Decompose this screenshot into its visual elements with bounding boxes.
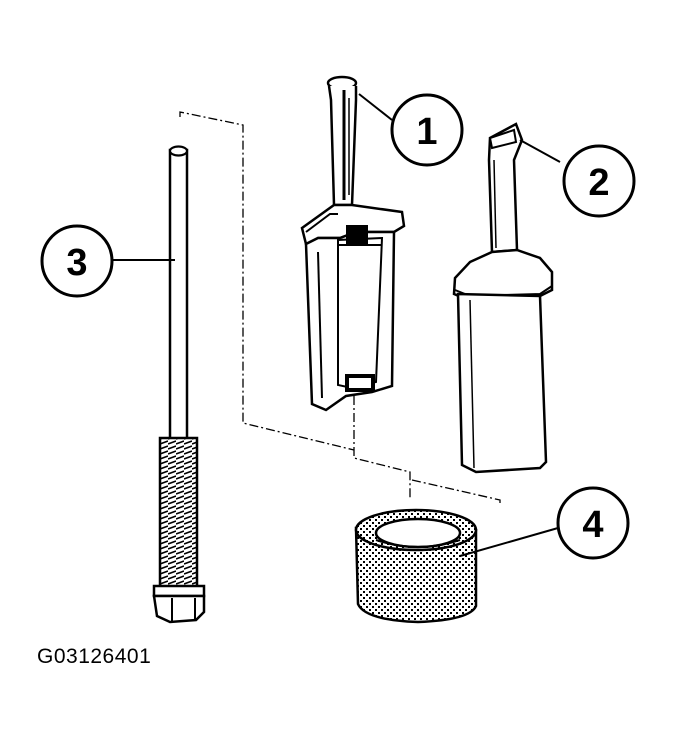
callout-2: 2 <box>562 144 636 218</box>
leader-line-2 <box>519 139 561 163</box>
part-4-knurled-ring <box>354 508 478 624</box>
callout-2-label: 2 <box>588 162 609 204</box>
leader-lines <box>112 93 561 557</box>
callout-1: 1 <box>390 93 464 167</box>
callout-3-label: 3 <box>66 242 87 284</box>
part-2-stepped-sleeve <box>452 122 554 474</box>
callout-4: 4 <box>556 486 630 560</box>
callout-3: 3 <box>40 224 114 298</box>
part-3-threaded-rod <box>152 145 206 624</box>
figure-id: G03126401 <box>37 645 152 668</box>
assembly-guide-line <box>179 111 501 503</box>
leader-line-1 <box>358 93 393 121</box>
part-1-slotted-driver <box>300 75 406 412</box>
callout-1-label: 1 <box>416 111 437 153</box>
callout-4-label: 4 <box>582 504 603 546</box>
leader-line-4 <box>459 527 559 557</box>
